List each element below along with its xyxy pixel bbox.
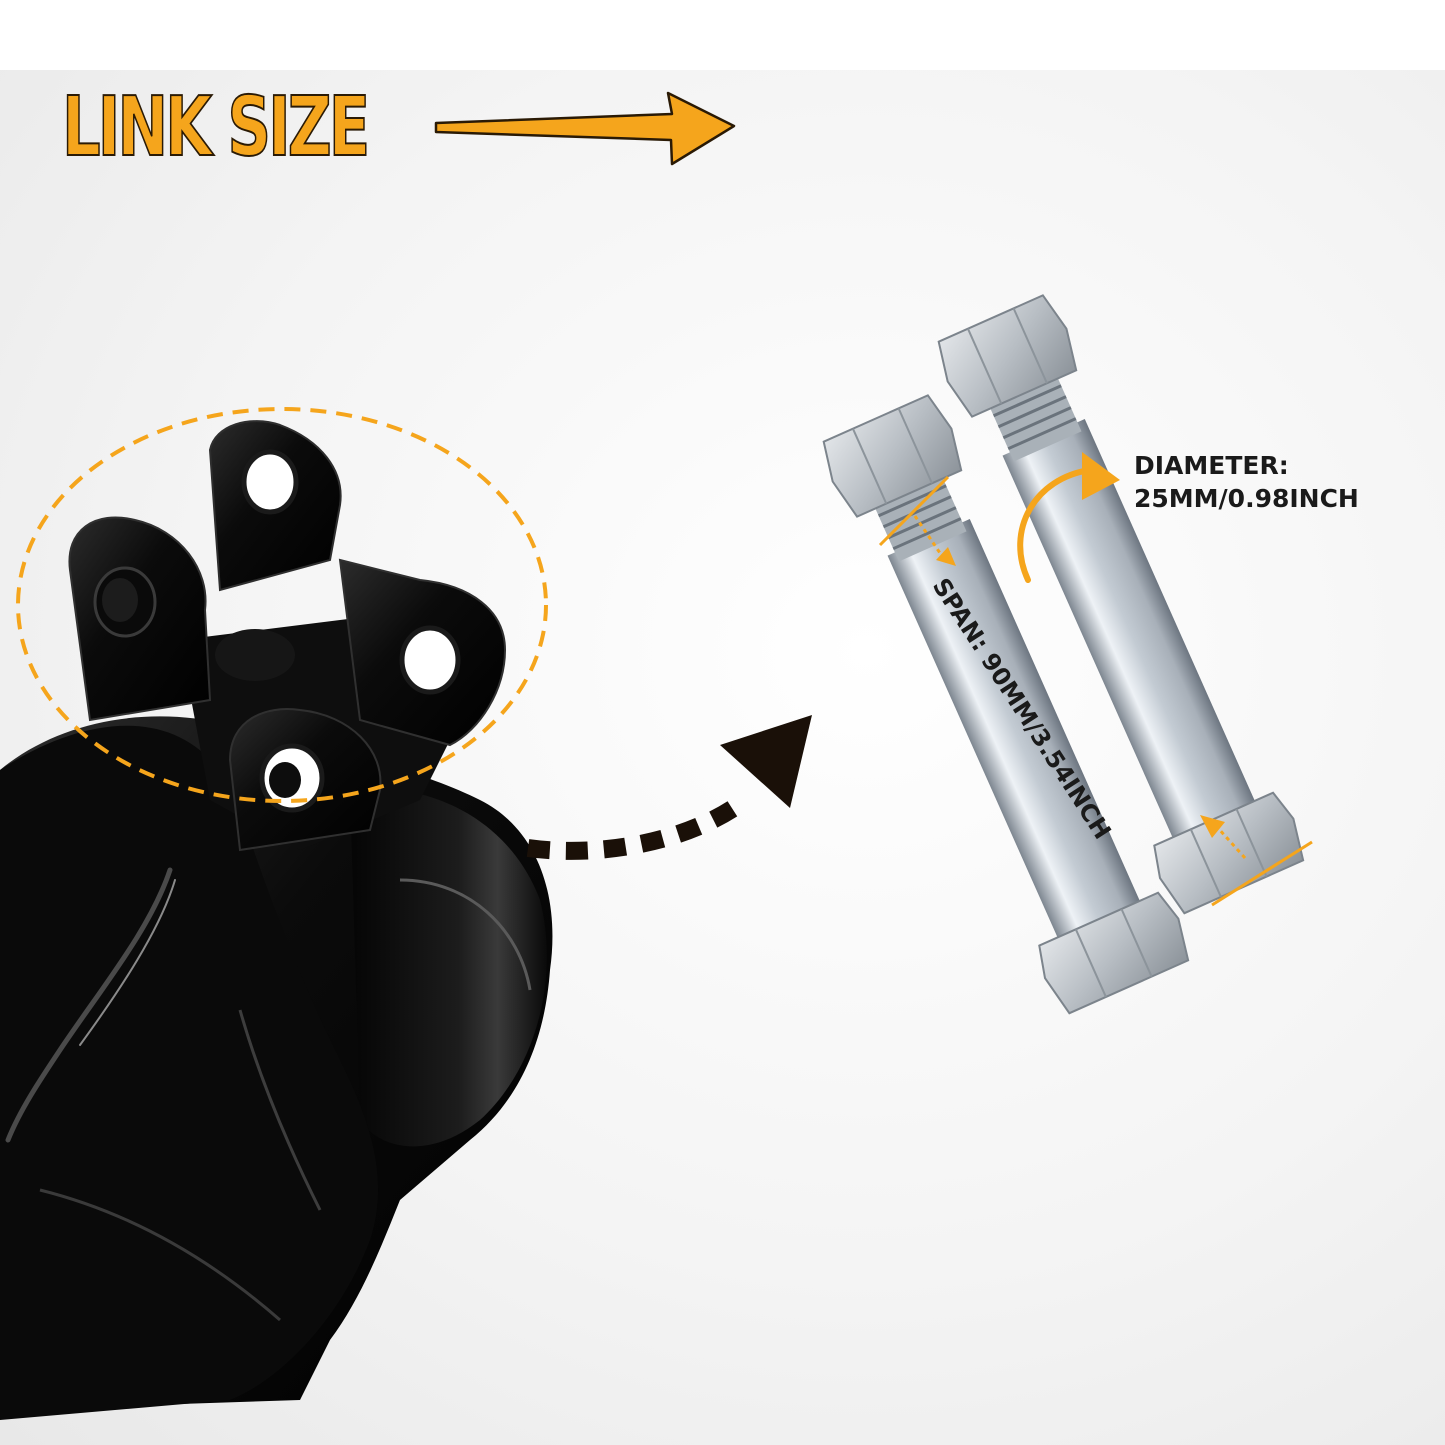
curved-arrow-icon xyxy=(1017,452,1120,583)
diameter-value: 25MM/0.98INCH xyxy=(1134,484,1359,513)
diameter-heading: DIAMETER: xyxy=(1134,451,1289,480)
hitch-bracket-image xyxy=(0,420,553,1420)
curved-dotted-arrow-icon xyxy=(526,715,812,860)
page-title: LINK SIZE xyxy=(61,79,371,176)
arrow-right-icon xyxy=(434,91,736,166)
bolt-image-front xyxy=(822,394,1190,1015)
top-strip xyxy=(0,0,1445,70)
highlight-circle xyxy=(16,407,548,803)
bolt-image-back xyxy=(937,294,1305,915)
span-dimension-marker xyxy=(878,475,1313,907)
diameter-label: DIAMETER: 25MM/0.98INCH xyxy=(1134,449,1434,515)
